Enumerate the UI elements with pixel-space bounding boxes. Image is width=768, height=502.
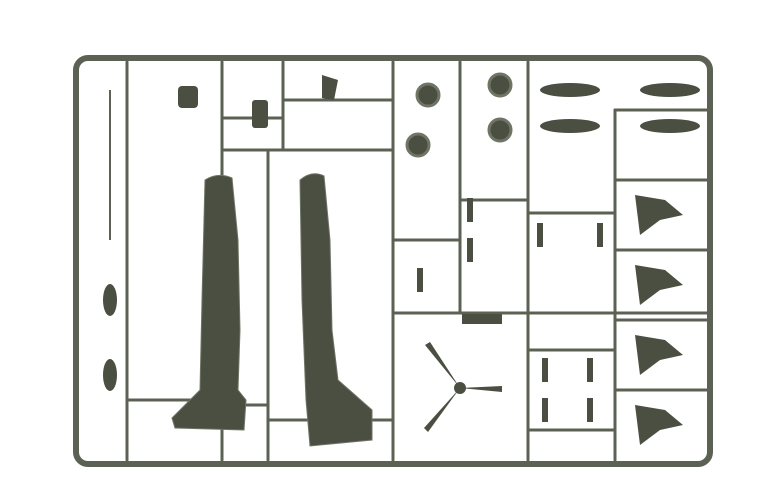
- float-part: [640, 119, 700, 133]
- wheel-part: [487, 117, 513, 143]
- sprue-parts: [103, 72, 700, 447]
- gear-strut-part: [467, 238, 473, 262]
- gear-strut-part: [587, 358, 593, 382]
- gear-strut-part: [537, 223, 543, 247]
- sprue-frame: [73, 55, 713, 467]
- float-part: [540, 119, 600, 133]
- float-part: [640, 83, 700, 97]
- tail-part: [635, 195, 683, 235]
- sprue-label-plate: [462, 314, 502, 324]
- fuselage-right-half: [299, 173, 373, 447]
- gear-strut-part: [587, 398, 593, 422]
- wheel-part: [487, 72, 513, 98]
- gear-strut-part: [542, 398, 548, 422]
- sprue-outer-frame: [73, 55, 713, 467]
- propeller-blade: [425, 342, 460, 388]
- propeller-blade: [424, 388, 460, 432]
- gear-strut-part: [417, 268, 423, 292]
- propeller-blade: [460, 386, 502, 392]
- float-part: [540, 83, 600, 97]
- seat-part: [178, 86, 198, 108]
- gear-strut-part: [542, 358, 548, 382]
- bracket-part: [322, 75, 338, 100]
- tail-part: [635, 405, 683, 445]
- fuselage-left-half: [171, 174, 247, 431]
- tail-part: [635, 335, 683, 375]
- tail-part: [635, 265, 683, 305]
- wheel-part: [415, 82, 441, 108]
- drop-tank-part: [103, 359, 117, 391]
- gear-strut-part: [597, 223, 603, 247]
- wheel-part: [405, 132, 431, 158]
- gear-strut-part: [467, 198, 473, 222]
- cockpit-part: [252, 100, 268, 128]
- drop-tank-part: [103, 284, 117, 316]
